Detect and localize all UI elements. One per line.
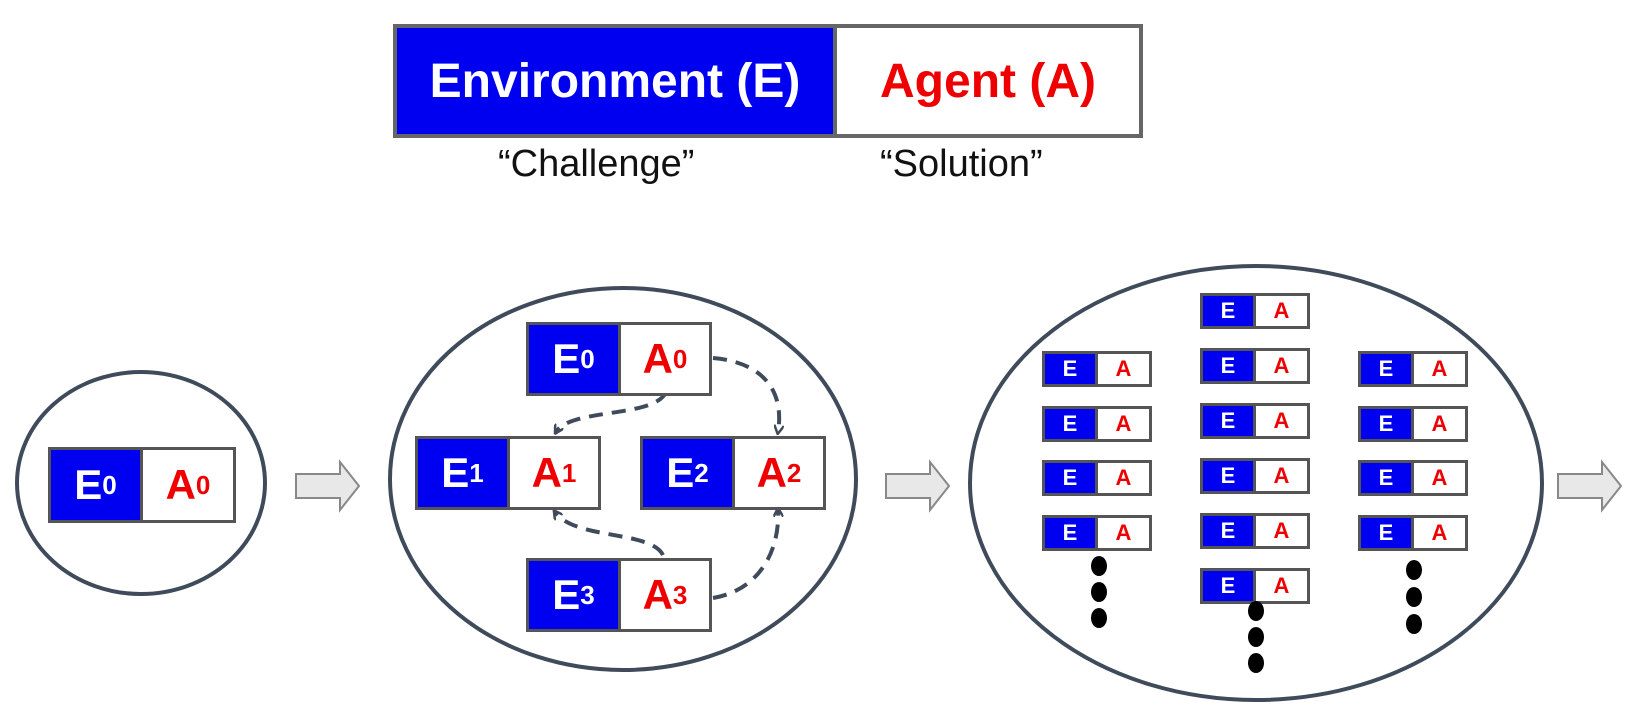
- agent-cell: A: [1414, 463, 1465, 493]
- agent-cell: A: [1098, 518, 1149, 548]
- agent-cell: A: [1256, 406, 1307, 436]
- legend-agent-caption: “Solution”: [880, 143, 1043, 185]
- environment-cell: E: [1203, 516, 1256, 546]
- environment-cell: E: [1203, 296, 1256, 326]
- link-a0-to-e2: [712, 356, 779, 432]
- stage1-ellipse: [15, 370, 267, 596]
- environment-cell: E: [1361, 463, 1414, 493]
- environment-cell: E: [1203, 406, 1256, 436]
- legend-environment-label: Environment (E): [397, 28, 837, 134]
- environment-cell: E: [1361, 409, 1414, 439]
- ellipsis-dot: [1248, 601, 1264, 621]
- agent-cell: A: [1098, 463, 1149, 493]
- legend-environment-caption: “Challenge”: [498, 143, 695, 185]
- environment-cell: E: [1361, 354, 1414, 384]
- agent-cell: A: [1414, 354, 1465, 384]
- agent-cell: A: [1256, 461, 1307, 491]
- ellipsis-dot: [1406, 560, 1422, 580]
- stage-arrow-3: [1557, 459, 1623, 513]
- link-a0-to-e1: [556, 390, 668, 432]
- ellipsis-dot: [1406, 614, 1422, 634]
- ellipsis-dot: [1091, 582, 1107, 602]
- ellipsis-dot: [1248, 627, 1264, 647]
- legend-agent-label: Agent (A): [837, 28, 1139, 134]
- agent-cell: A: [1098, 354, 1149, 384]
- ellipsis-dot: [1091, 608, 1107, 628]
- stage2-ellipse: [388, 286, 858, 672]
- link-a3-to-e2: [712, 510, 778, 600]
- environment-cell: E: [1203, 351, 1256, 381]
- legend-pair: Environment (E) Agent (A): [393, 24, 1143, 138]
- stage-arrow-1: [295, 459, 361, 513]
- agent-cell: A: [1256, 516, 1307, 546]
- link-a3-to-e1: [555, 512, 665, 557]
- agent-cell: A: [1414, 518, 1465, 548]
- environment-cell: E: [1203, 461, 1256, 491]
- environment-cell: E: [1045, 409, 1098, 439]
- agent-cell: A: [1256, 296, 1307, 326]
- ellipsis-dot: [1248, 653, 1264, 673]
- ellipsis-dot: [1091, 556, 1107, 576]
- stage3-ellipse: [968, 264, 1544, 702]
- stage-arrow-2: [885, 459, 951, 513]
- environment-cell: E: [1045, 518, 1098, 548]
- environment-cell: E: [1045, 354, 1098, 384]
- environment-cell: E: [1203, 571, 1256, 601]
- agent-cell: A: [1256, 571, 1307, 601]
- environment-cell: E: [1045, 463, 1098, 493]
- environment-cell: E: [1361, 518, 1414, 548]
- agent-cell: A: [1414, 409, 1465, 439]
- agent-cell: A: [1256, 351, 1307, 381]
- ellipsis-dot: [1406, 587, 1422, 607]
- agent-cell: A: [1098, 409, 1149, 439]
